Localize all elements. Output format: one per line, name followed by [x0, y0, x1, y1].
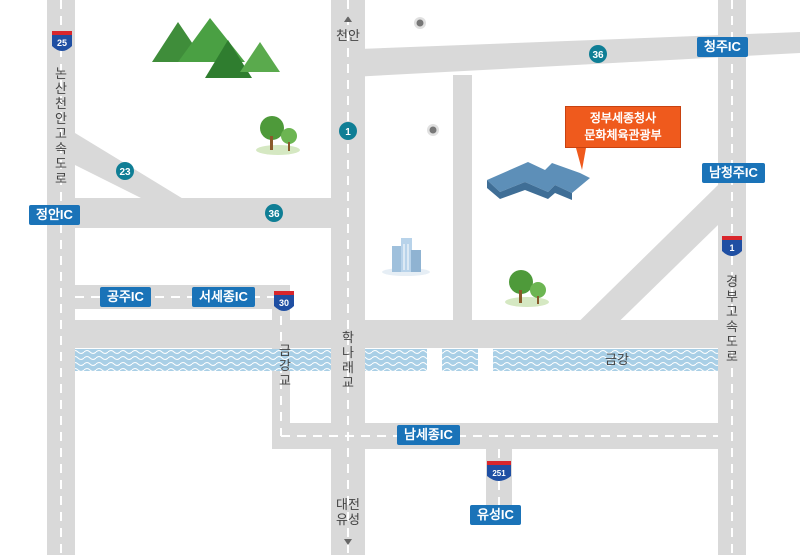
mountain-icon: [152, 18, 280, 78]
route-marker-36-top[interactable]: 36: [589, 45, 607, 63]
route-marker-23[interactable]: 23: [116, 162, 134, 180]
destination-callout[interactable]: 정부세종청사 문화체육관광부: [565, 106, 681, 148]
interstate-shield-251[interactable]: 251: [487, 461, 511, 481]
arrow-up-icon: [344, 16, 352, 22]
gongju-ic-label[interactable]: 공주IC: [100, 287, 151, 307]
arrow-down-icon: [344, 539, 352, 545]
south-direction-label: 대전 유성: [336, 497, 360, 527]
roads: [47, 0, 800, 555]
north-direction-label: 천안: [336, 28, 360, 43]
route-marker-1[interactable]: 1: [339, 122, 357, 140]
callout-pointer: [576, 148, 586, 170]
interstate-shield-1[interactable]: 1: [722, 236, 742, 256]
tree-icon: [256, 116, 300, 155]
building-icon: [382, 238, 430, 276]
river-label: 금강: [605, 352, 629, 367]
route-number: 1: [345, 127, 351, 138]
seosejong-ic-label[interactable]: 서세종IC: [192, 287, 255, 307]
destination-line1: 정부세종청사: [589, 111, 657, 125]
interstate-number: 30: [279, 298, 289, 308]
yuseong-ic-label[interactable]: 유성IC: [470, 505, 521, 525]
riverside-road: [75, 320, 718, 348]
route-number: 36: [592, 50, 604, 61]
route-marker-36-mid[interactable]: 36: [265, 204, 283, 222]
east-expressway-label: 경부고속도로: [726, 274, 738, 364]
location-dot-icon: [427, 124, 439, 136]
geum-river: [75, 349, 718, 371]
tree-icon: [505, 270, 549, 307]
west-expressway-label: 논산천안고속도로: [55, 66, 67, 186]
namsejong-ic-label[interactable]: 남세종IC: [397, 425, 460, 445]
cheongju-ic-label[interactable]: 청주IC: [697, 37, 748, 57]
interstate-shield-25[interactable]: 25: [52, 31, 72, 51]
interstate-number: 25: [57, 38, 67, 48]
destination-line2: 문화체육관광부: [584, 128, 662, 142]
top-road: [333, 32, 800, 78]
namcheongju-ic-label[interactable]: 남청주IC: [702, 163, 765, 183]
route-number: 23: [119, 167, 131, 178]
geumgang-bridge-label: 금강교: [279, 343, 291, 388]
mid-road-36: [75, 198, 333, 228]
hangnarae-bridge-label: 학나래교: [342, 330, 354, 390]
diagonal-road: [555, 185, 718, 345]
interstate-number: 251: [492, 469, 506, 478]
jeongan-ic-label[interactable]: 정안IC: [29, 205, 80, 225]
interstate-number: 1: [729, 243, 734, 253]
inner-road: [453, 75, 472, 323]
route-number: 36: [268, 209, 280, 220]
government-complex-icon: [487, 162, 590, 200]
interstate-shield-30[interactable]: 30: [274, 291, 294, 311]
location-dot-icon: [414, 17, 426, 29]
